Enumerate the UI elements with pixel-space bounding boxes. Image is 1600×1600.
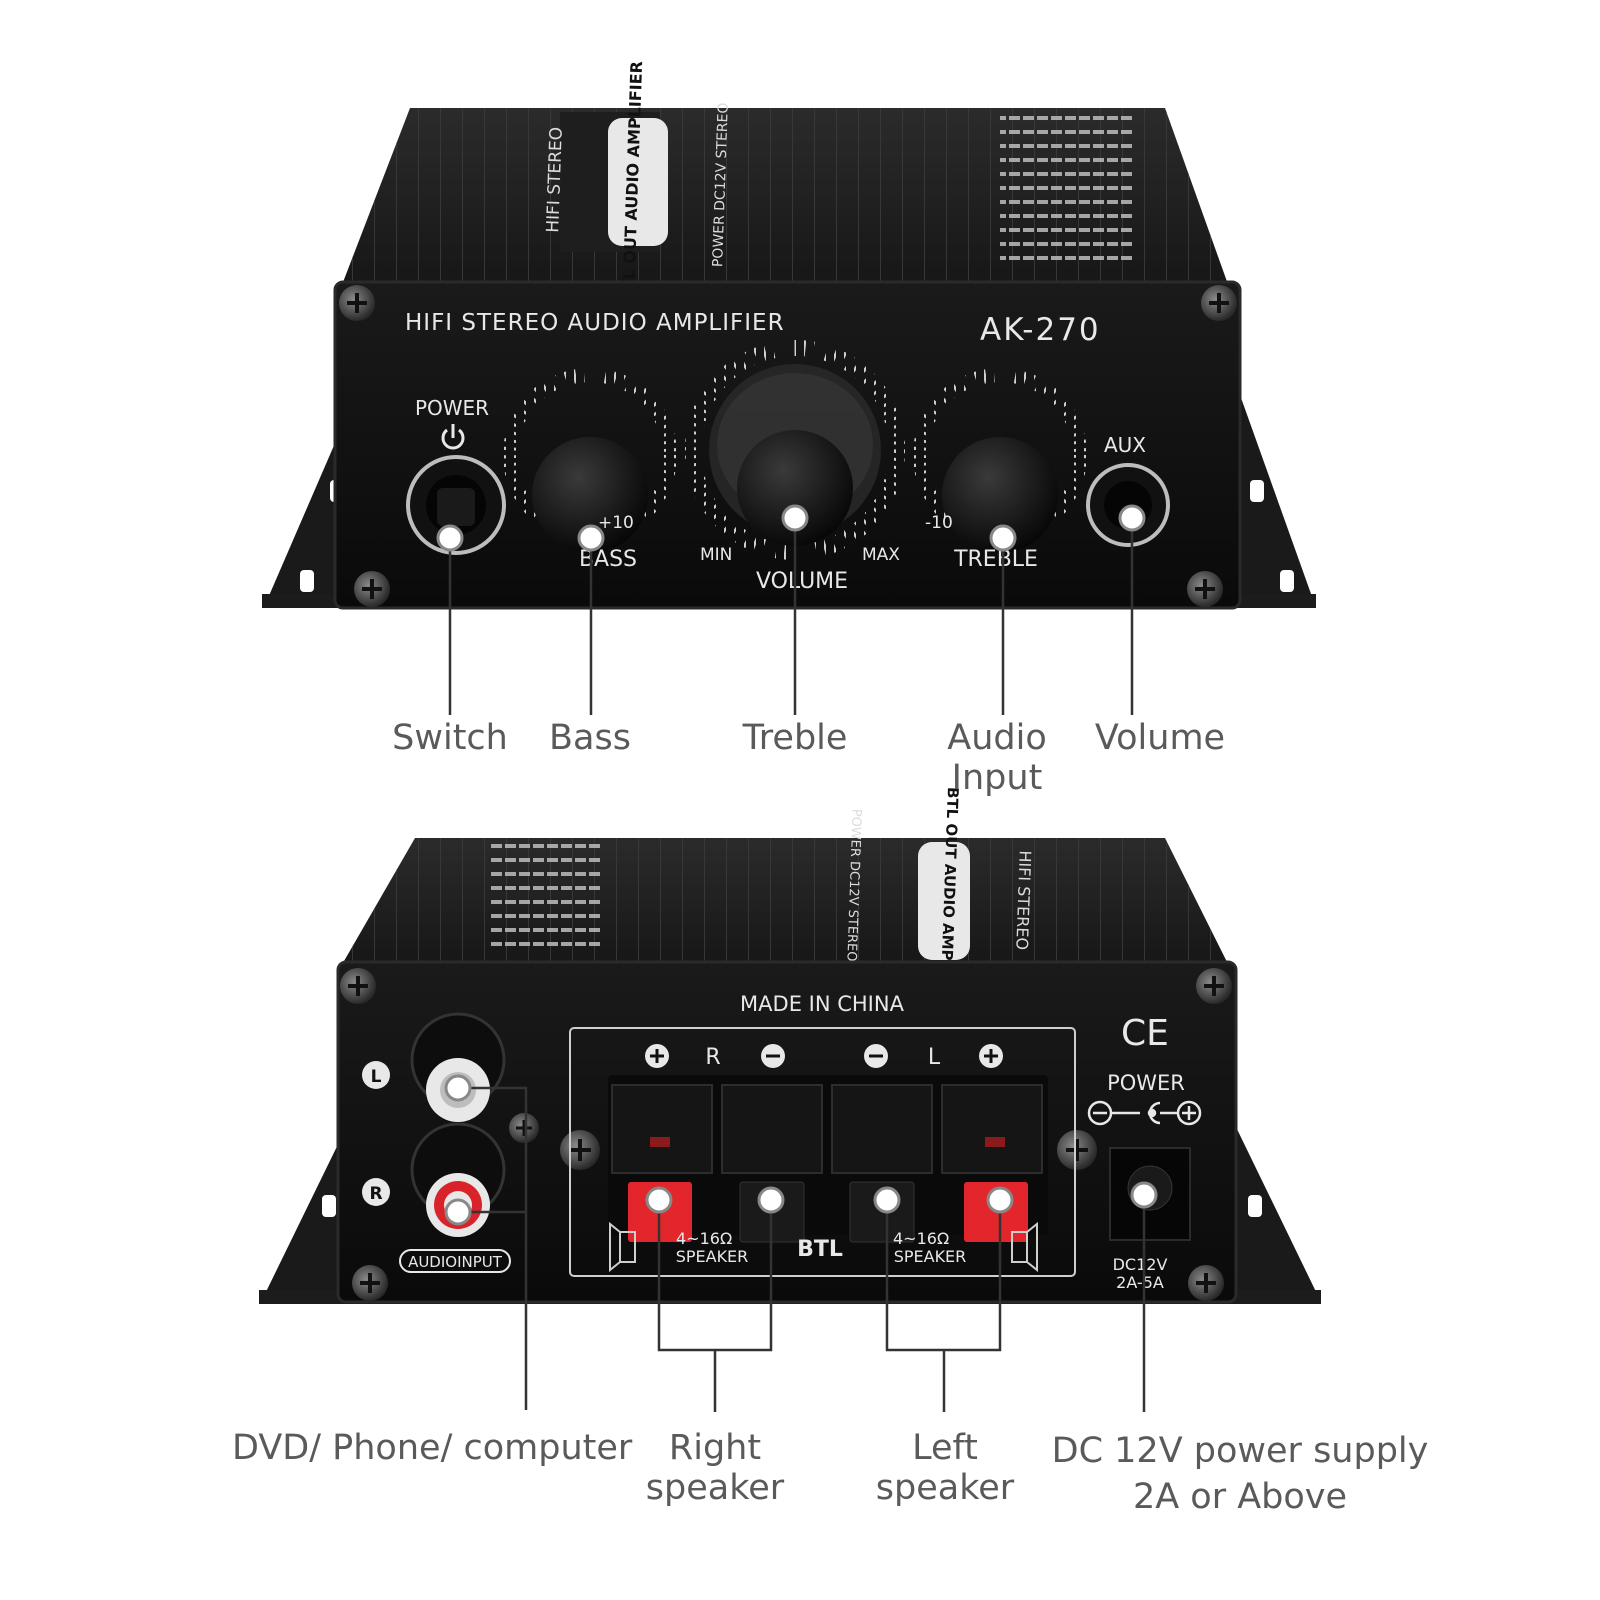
polarity-icon [1087,1100,1202,1126]
volume-callout: Volume [1075,718,1245,758]
switch-callout: Switch [370,718,530,758]
r-badge [362,1178,390,1206]
back-top-vents [488,842,600,954]
made-in-label: MADE IN CHINA [740,992,905,1016]
power-label: POWER [415,396,489,420]
volume-min: MIN [700,545,732,565]
volume-label: VOLUME [756,569,848,594]
svg-text:+10: +10 [598,513,634,533]
screw-icon [340,968,376,1004]
right-speaker-callout-line2: speaker [645,1468,785,1508]
back-top-power-text: POWER DC12V STEREO [843,808,863,961]
plus-icon [645,1044,669,1068]
terminal-l-label: L [928,1045,941,1070]
bass-knob [532,437,648,553]
svg-text:R: R [369,1184,382,1204]
ce-mark-icon: CE [1121,1013,1169,1054]
speaker-left-icon [1011,1221,1038,1273]
impedance-right: 4~16Ω [676,1229,732,1248]
volume-knob [737,430,853,546]
speaker-right-icon [609,1221,636,1273]
treble-knob [942,437,1058,553]
svg-text:-10: -10 [925,513,953,533]
audio-input-callout-line2: Input [951,758,1043,798]
dc-power-callout-line1: DC 12V power supply [1051,1431,1429,1471]
treble-callout-text: Treble [742,718,848,758]
l-badge [362,1061,390,1089]
plus-icon [979,1044,1003,1068]
bass-tick-ring [503,368,677,542]
terminal-frame [569,1027,1076,1277]
screw-icon [352,1265,388,1301]
screw-icon [560,1130,600,1170]
btl-label: BTL [797,1237,843,1262]
screw-icon [1196,968,1232,1004]
bass-callout-text: Bass [549,718,631,758]
model-number: AK-270 [980,312,1101,348]
right-speaker-callout: Right speaker [635,1428,795,1508]
dc-rating-line1: DC12V [1113,1255,1168,1274]
treble-label: TREBLE [953,547,1038,572]
screw-icon [1201,285,1237,321]
bass-callout: Bass [520,718,660,758]
front-callout-lines [448,520,1134,715]
terminal-r-label: R [705,1045,720,1070]
front-heading: HIFI STEREO AUDIO AMPLIFIER [405,310,785,336]
screw-icon [1187,571,1223,607]
back-top-badge [918,842,970,960]
minus-icon [761,1044,785,1068]
terminal-block [608,1075,1048,1235]
audio-input-callout-line1: Audio [947,718,1047,758]
screw-icon [1057,1130,1097,1170]
svg-text:L: L [371,1067,382,1087]
back-callout-dots [444,1074,1158,1226]
front-left-flange [265,420,345,605]
front-top-vents [1000,115,1135,265]
front-top-hifi-text: HIFI STEREO [543,127,567,233]
aux-label: AUX [1104,433,1146,457]
dc-power-callout: DC 12V power supply 2A or Above [1050,1428,1430,1520]
impedance-left: 4~16Ω [893,1229,949,1248]
back-unit: BTL OUT AUDIO AMPLIFIER HIFI STEREO POWE… [259,787,1321,1412]
volume-tick-ring [685,340,905,560]
audio-input-callout: Audio Input [922,718,1072,798]
speaker-right-label: SPEAKER [676,1247,749,1266]
front-top-power-text: POWER DC12V STEREO [710,102,732,267]
back-right-flange [1235,1125,1320,1300]
front-right-flange [1240,395,1315,605]
speaker-left-label: SPEAKER [894,1247,967,1266]
back-top-hifi-text: HIFI STEREO [1012,850,1034,950]
dvd-callout: DVD/ Phone/ computer [232,1428,633,1468]
treble-callout: Treble [715,718,875,758]
left-speaker-callout-line1: Left [912,1428,978,1468]
screw-icon [339,285,375,321]
power-symbol-icon [441,424,465,450]
back-callout-lines [470,1086,1146,1412]
audio-input-label: AUDIOINPUT [408,1253,503,1271]
treble-tick-ring [913,368,1087,542]
right-speaker-callout-line1: Right [668,1428,762,1468]
volume-callout-text: Volume [1094,718,1226,758]
screw-icon [509,1113,539,1143]
volume-max: MAX [862,545,900,565]
dvd-callout-text: DVD/ Phone/ computer [232,1428,633,1468]
dc-power-callout-line2: 2A or Above [1132,1477,1348,1517]
front-unit: BTL OUT AUDIO AMPLIFIER HIFI STEREO POWE… [262,61,1316,715]
dc-power-label: POWER [1107,1071,1185,1095]
switch-callout-text: Switch [392,718,508,758]
left-speaker-callout: Left speaker [865,1428,1025,1508]
screw-icon [354,571,390,607]
dc-rating-line2: 2A-5A [1116,1273,1164,1292]
back-left-flange [262,1130,345,1300]
left-speaker-callout-line2: speaker [875,1468,1015,1508]
screw-icon [1188,1265,1224,1301]
front-callout-dots [436,504,1146,552]
minus-icon [864,1044,888,1068]
front-top-badge [608,118,668,246]
